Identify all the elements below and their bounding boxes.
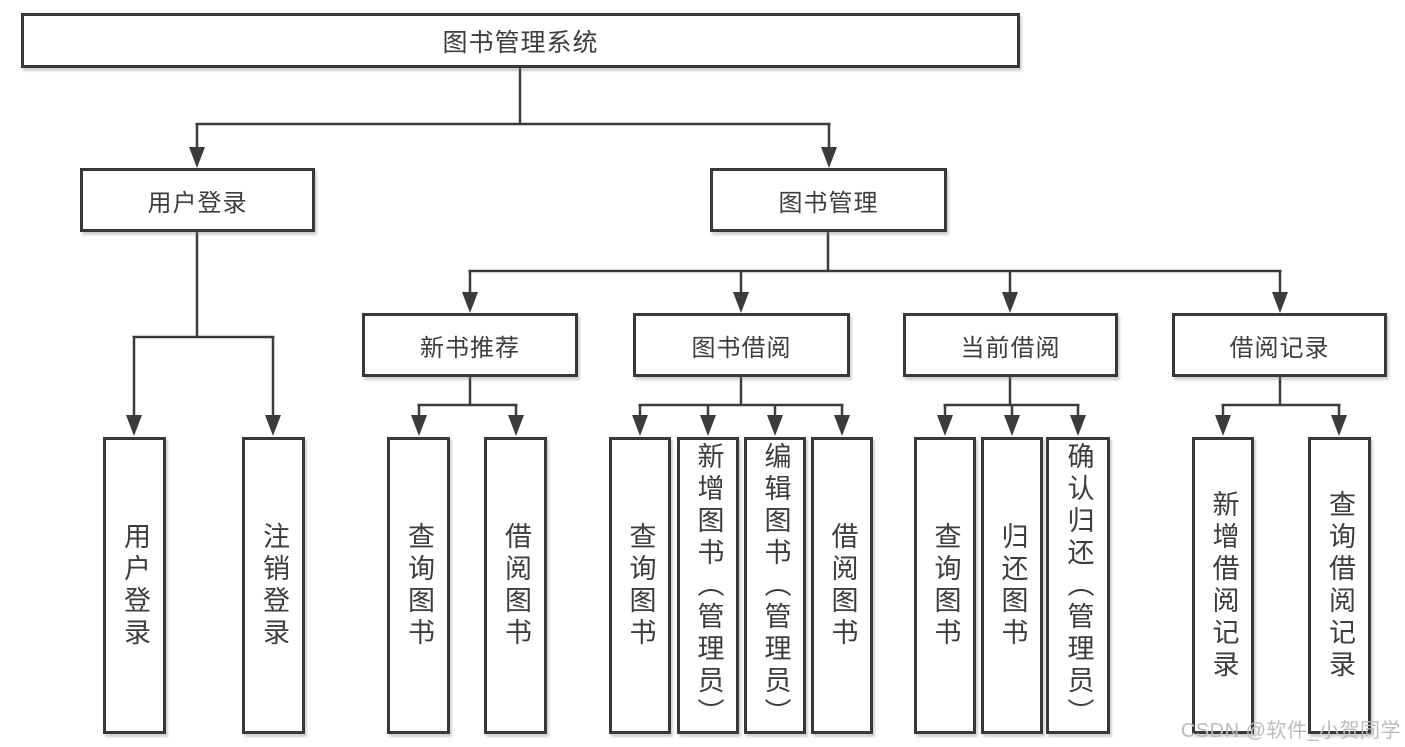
- leaf-confirm-return-admin: 确认归还（管理员）: [1046, 437, 1110, 734]
- leaf-user-login: 用户登录: [103, 437, 166, 734]
- leaf-query-books-borrow: 查询图书: [609, 437, 671, 734]
- leaf-add-books-admin: 新增图书（管理员）: [677, 437, 739, 734]
- leaf-label: 借阅图书: [501, 521, 531, 650]
- node-book-management: 图书管理: [710, 168, 947, 232]
- leaf-label: 新增借阅记录: [1208, 489, 1239, 682]
- leaf-label: 用户登录: [120, 521, 150, 650]
- leaf-query-books-recommend: 查询图书: [387, 437, 450, 734]
- node-label: 当前借阅: [960, 334, 1061, 362]
- node-user-login: 用户登录: [80, 168, 315, 232]
- node-label: 图书管理系统: [442, 28, 599, 57]
- leaf-label: 归还图书: [997, 521, 1028, 650]
- node-book-borrow: 图书借阅: [633, 313, 850, 377]
- node-current-borrow: 当前借阅: [903, 313, 1118, 377]
- leaf-label: 编辑图书（管理员）: [760, 441, 791, 730]
- node-root-library-management-system: 图书管理系统: [21, 13, 1020, 68]
- leaf-label: 查询借阅记录: [1325, 489, 1355, 682]
- leaf-query-borrow-record: 查询借阅记录: [1308, 437, 1371, 734]
- node-label: 用户登录: [147, 189, 248, 217]
- csdn-watermark: CSDN @软件_小贺同学: [1180, 720, 1401, 742]
- connector-new-book-recommend-to-leaves: [411, 377, 524, 436]
- connector-book-borrow-to-leaves: [632, 377, 850, 436]
- connector-book-management-to-level3: [462, 232, 1288, 313]
- leaf-return-books: 归还图书: [981, 437, 1043, 734]
- leaf-label: 查询图书: [404, 521, 434, 650]
- leaf-logout: 注销登录: [242, 437, 305, 734]
- leaf-label: 新增图书（管理员）: [693, 441, 724, 730]
- leaf-edit-books-admin: 编辑图书（管理员）: [744, 437, 806, 734]
- leaf-label: 借阅图书: [827, 521, 858, 650]
- leaf-label: 查询图书: [930, 521, 961, 650]
- leaf-label: 注销登录: [259, 521, 289, 650]
- connector-borrow-records-to-leaves: [1215, 377, 1347, 436]
- connector-current-borrow-to-leaves: [937, 377, 1086, 436]
- leaf-label: 查询图书: [625, 521, 656, 650]
- node-borrow-records: 借阅记录: [1172, 313, 1387, 377]
- connector-root-to-level2: [189, 68, 837, 168]
- node-label: 图书借阅: [691, 334, 792, 362]
- connector-user-login-to-leaves: [126, 232, 281, 436]
- node-label: 借阅记录: [1229, 334, 1330, 362]
- node-label: 图书管理: [778, 189, 879, 217]
- node-new-book-recommend: 新书推荐: [362, 313, 578, 377]
- leaf-label: 确认归还（管理员）: [1063, 441, 1094, 730]
- leaf-add-borrow-record: 新增借阅记录: [1192, 437, 1254, 734]
- leaf-borrow-books: 借阅图书: [811, 437, 873, 734]
- node-label: 新书推荐: [420, 334, 520, 362]
- leaf-borrow-books-recommend: 借阅图书: [484, 437, 547, 734]
- leaf-query-books-current: 查询图书: [914, 437, 976, 734]
